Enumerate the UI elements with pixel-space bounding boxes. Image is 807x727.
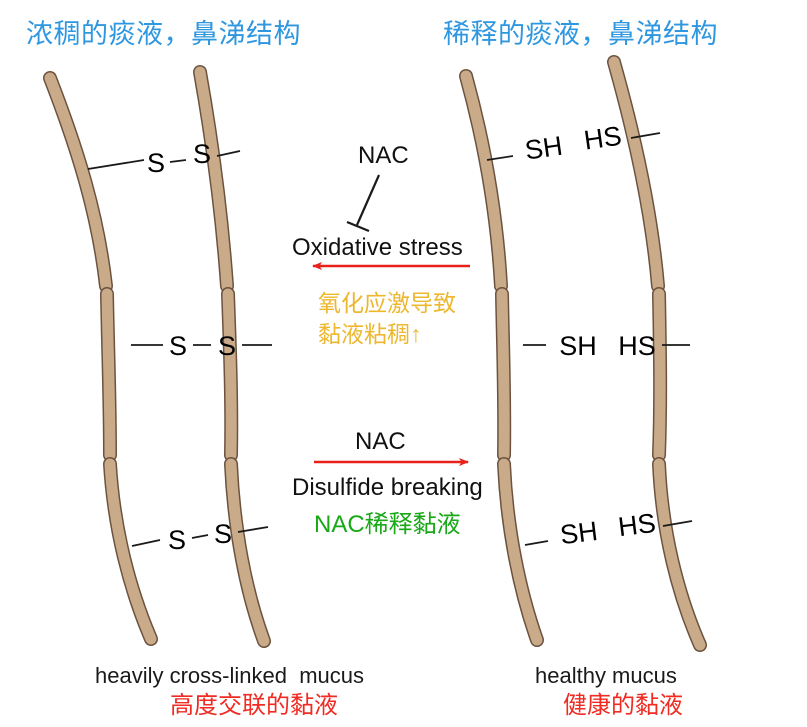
bond-atom-label: S [193,139,211,169]
bond-atom-label: S [147,148,165,178]
right-panel-title: 稀释的痰液，鼻涕结构 [443,19,718,49]
mucin-strand-left-inner [193,65,271,648]
nac-inhibition-connector [346,174,381,233]
right-panel-caption-en: healthy mucus [535,663,677,688]
center-bottom-agent-label: NAC [355,428,406,455]
thiol-atom-label: HS [618,331,656,361]
disulfide-breaking-label: Disulfide breaking [292,474,483,501]
bond-atom-label: S [169,331,187,361]
left-panel-caption-cn: 高度交联的黏液 [170,692,338,719]
oxidative-stress-annotation-line1: 氧化应激导致 [318,290,456,316]
oxidative-stress-label: Oxidative stress [292,234,463,261]
right-panel-caption-cn: 健康的黏液 [563,692,683,719]
right-panel-strand-group: SH HS SH HS SH HS [459,55,707,652]
thiol-atom-label: SH [523,131,564,166]
thiol-atom-label: HS [582,121,623,156]
left-panel-strand-group: S S S S S S [43,65,272,648]
nac-dilution-annotation: NAC稀释黏液 [314,511,461,538]
thiol-pair-right-1: SH HS [486,121,661,166]
left-panel-title: 浓稠的痰液，鼻涕结构 [26,19,301,49]
mucin-strand-right-outer [607,55,707,652]
left-panel-caption-en: heavily cross-linked mucus [95,663,364,688]
thiol-atom-label: HS [616,508,657,542]
thiol-pair-right-3: SH HS [524,508,693,550]
bond-atom-label: S [218,331,236,361]
disulfide-bond-left-1: S S [87,139,241,178]
center-top-agent-label: NAC [358,142,409,169]
thiol-atom-label: SH [558,516,599,550]
mucin-strand-right-inner [459,69,544,647]
bond-atom-label: S [214,519,232,549]
thiol-atom-label: SH [559,331,597,361]
mucin-strand-left-outer [43,71,158,646]
thiol-pair-right-2: SH HS [523,331,690,361]
disulfide-bond-left-3: S S [131,519,269,555]
bond-atom-label: S [168,525,186,555]
disulfide-bond-left-2: S S [131,331,272,361]
oxidative-stress-annotation-line2: 黏液粘稠↑ [318,321,422,347]
